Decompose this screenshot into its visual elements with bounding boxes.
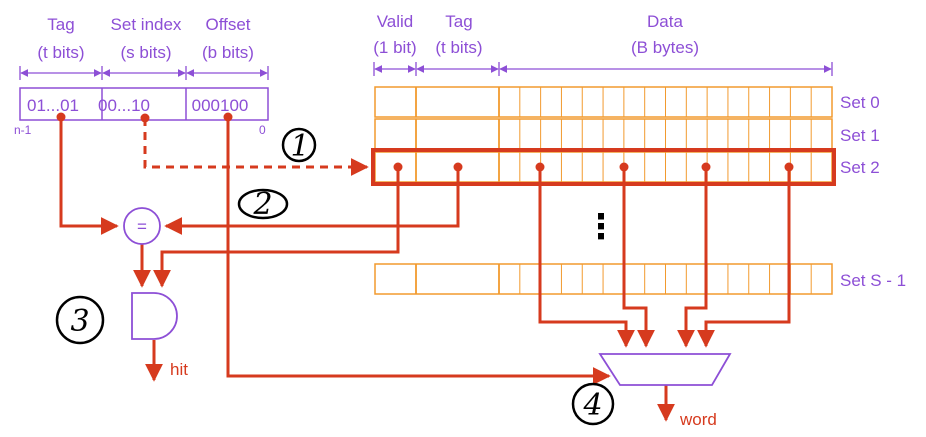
step-2-number: 2 xyxy=(252,187,272,222)
addr-offset-bits: (b bits) xyxy=(202,43,254,62)
addr-tag-label: Tag xyxy=(47,15,74,34)
step-1-marker: 1 xyxy=(281,127,317,164)
cache-row-set-2 xyxy=(371,148,836,186)
set-label-s-1: Set S - 1 xyxy=(840,271,906,290)
addr-setindex-label: Set index xyxy=(111,15,182,34)
step-4-marker: 4 xyxy=(571,382,615,426)
hit-label: hit xyxy=(170,360,188,379)
addr-offset-value: 000100 xyxy=(192,96,249,115)
step-2-marker: 2 xyxy=(237,187,289,222)
data-bytes: (B bytes) xyxy=(631,38,699,57)
data-label: Data xyxy=(647,12,683,31)
cache-tag-label: Tag xyxy=(445,12,472,31)
step-4-number: 4 xyxy=(582,388,602,423)
valid-bits: (1 bit) xyxy=(373,38,416,57)
step-3-number: 3 xyxy=(70,304,89,339)
cache-tag-bits: (t bits) xyxy=(435,38,482,57)
word-label: word xyxy=(679,410,717,429)
sets-ellipsis: ⋮ xyxy=(584,207,618,247)
junction-dots xyxy=(56,112,794,172)
cache-dimension-lines xyxy=(373,62,833,76)
and-gate xyxy=(131,292,178,340)
cache-row-set-1 xyxy=(374,118,833,150)
wiring xyxy=(59,117,791,422)
set-label-0: Set 0 xyxy=(840,93,880,112)
cache-rows xyxy=(371,86,836,295)
addr-tag-bits: (t bits) xyxy=(37,43,84,62)
addr-dimension-lines xyxy=(19,66,269,80)
comparator-symbol: = xyxy=(137,217,147,236)
set-label-2: Set 2 xyxy=(840,158,880,177)
addr-setindex-value: 00...10 xyxy=(98,96,150,115)
addr-lsb-label: 0 xyxy=(259,123,266,137)
valid-label: Valid xyxy=(377,12,414,31)
addr-tag-value: 01...01 xyxy=(27,96,79,115)
cache-row-set-s-1 xyxy=(374,263,833,295)
step-1-number: 1 xyxy=(290,129,309,164)
tag-comparator xyxy=(123,207,161,245)
addr-setindex-bits: (s bits) xyxy=(121,43,172,62)
set-label-1: Set 1 xyxy=(840,126,880,145)
addr-msb-label: n-1 xyxy=(14,123,32,137)
word-mux xyxy=(598,353,732,386)
step-3-marker: 3 xyxy=(55,295,105,345)
addr-offset-label: Offset xyxy=(205,15,250,34)
cache-row-set-0 xyxy=(374,86,833,118)
